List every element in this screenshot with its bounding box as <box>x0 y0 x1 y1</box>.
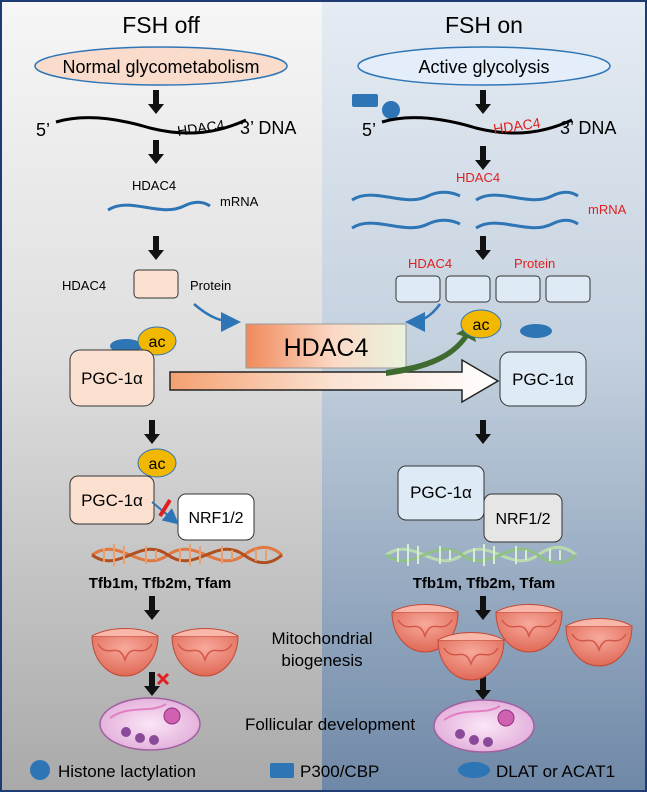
right-state-label: Active glycolysis <box>418 57 549 77</box>
down-arrow-icon <box>144 596 160 620</box>
down-arrow-icon <box>475 90 491 114</box>
left-panel-bg <box>0 0 322 792</box>
right-dlat-oval <box>520 324 552 338</box>
left-ac2-oval <box>137 448 177 478</box>
mitochondrion-icon <box>437 632 505 681</box>
down-arrow-icon <box>475 146 491 170</box>
right-pgc-label: PGC-1α <box>512 370 574 389</box>
right-dna-strand <box>381 116 573 135</box>
right-title: FSH on <box>445 12 523 38</box>
left-genes-label: Tfb1m, Tfb2m, Tfam <box>89 575 232 592</box>
right-dna-helix <box>385 544 577 566</box>
left-mrna-label: mRNA <box>220 194 259 209</box>
histone-marker <box>382 101 400 119</box>
right-dna-gene: HDAC4 <box>492 114 541 136</box>
down-arrow-icon <box>144 420 160 444</box>
legend-histone-label: Histone lactylation <box>58 762 196 781</box>
right-genes-label: Tfb1m, Tfb2m, Tfam <box>413 575 556 592</box>
follicular-label: Follicular development <box>245 715 415 734</box>
right-ovary-icon <box>433 699 535 753</box>
big-right-arrow <box>169 358 500 404</box>
mitochondrion-icon <box>565 618 633 667</box>
left-dna-helix <box>91 544 283 566</box>
right-mrna-strands <box>351 190 579 230</box>
down-arrow-icon <box>148 236 164 260</box>
down-arrows <box>144 90 491 700</box>
left-protein-gene: HDAC4 <box>62 278 106 293</box>
down-arrow-icon <box>475 676 491 700</box>
right-nrf-box <box>483 493 563 543</box>
right-five-prime: 5’ <box>362 120 376 140</box>
mitochondrion-icon <box>171 628 239 677</box>
hdac4-center-label: HDAC4 <box>284 334 369 362</box>
left-mitochondria <box>91 628 239 677</box>
right-ac-label: ac <box>473 317 490 334</box>
right-protein-boxes <box>395 275 591 303</box>
right-pgc2-box <box>397 465 485 521</box>
legend-dlat-icon <box>458 762 490 778</box>
right-mrna-label: mRNA <box>588 202 627 217</box>
left-pgc2-box <box>69 475 155 525</box>
hdac4-center-box <box>245 323 407 369</box>
mitochondrion-icon <box>91 628 159 677</box>
mitochondrion-icon <box>495 604 563 653</box>
right-mitochondria <box>391 604 633 681</box>
left-ovary-icon <box>99 697 201 751</box>
down-arrow-icon <box>475 236 491 260</box>
right-mrna-gene: HDAC4 <box>456 170 500 185</box>
left-protein-box <box>133 269 179 299</box>
down-arrow-icon <box>144 672 160 696</box>
left-title: FSH off <box>122 12 200 38</box>
right-state-ellipse <box>357 46 611 86</box>
left-nrf-label: NRF1/2 <box>188 510 243 527</box>
left-pgc-box <box>69 349 155 407</box>
right-pgc2-label: PGC-1α <box>410 483 472 502</box>
down-arrow-icon <box>475 596 491 620</box>
p300-marker <box>352 94 378 107</box>
left-dna-strand <box>55 116 247 135</box>
down-arrow-icon <box>148 140 164 164</box>
right-ac-oval <box>460 309 502 339</box>
left-ac-label: ac <box>149 334 166 351</box>
mito-label-line2: biogenesis <box>281 651 362 670</box>
left-state-ellipse <box>34 46 288 86</box>
left-blue-curve-arrow <box>193 303 241 332</box>
right-three-prime: 3’ DNA <box>560 118 616 138</box>
down-arrow-icon <box>475 420 491 444</box>
legend-histone-icon <box>30 760 50 780</box>
left-state-label: Normal glycometabolism <box>62 57 259 77</box>
left-mrna-gene: HDAC4 <box>132 178 176 193</box>
left-ac-oval <box>137 326 177 356</box>
left-dna-gene: HDAC4 <box>176 116 225 138</box>
right-protein-gene: HDAC4 <box>408 256 452 271</box>
right-pgc-box <box>499 351 587 407</box>
block-bar-icon <box>158 498 172 518</box>
right-nrf-label: NRF1/2 <box>495 511 550 528</box>
left-five-prime: 5’ <box>36 120 50 140</box>
left-pgc2-label: PGC-1α <box>81 491 143 510</box>
left-ac2-label: ac <box>149 456 166 473</box>
left-protein-label: Protein <box>190 278 231 293</box>
down-arrow-icon <box>148 90 164 114</box>
right-protein-label: Protein <box>514 256 555 271</box>
blocked-x-icon <box>156 672 170 686</box>
right-blue-curve-arrow <box>405 303 442 332</box>
mito-label-line1: Mitochondrial <box>271 629 372 648</box>
left-three-prime: 3’ DNA <box>240 118 296 138</box>
legend-p300-icon <box>270 763 294 778</box>
left-pgc-label: PGC-1α <box>81 369 143 388</box>
legend-p300-label: P300/CBP <box>300 762 379 781</box>
legend-dlat-label: DLAT or ACAT1 <box>496 762 615 781</box>
left-mrna-strand <box>107 200 211 212</box>
